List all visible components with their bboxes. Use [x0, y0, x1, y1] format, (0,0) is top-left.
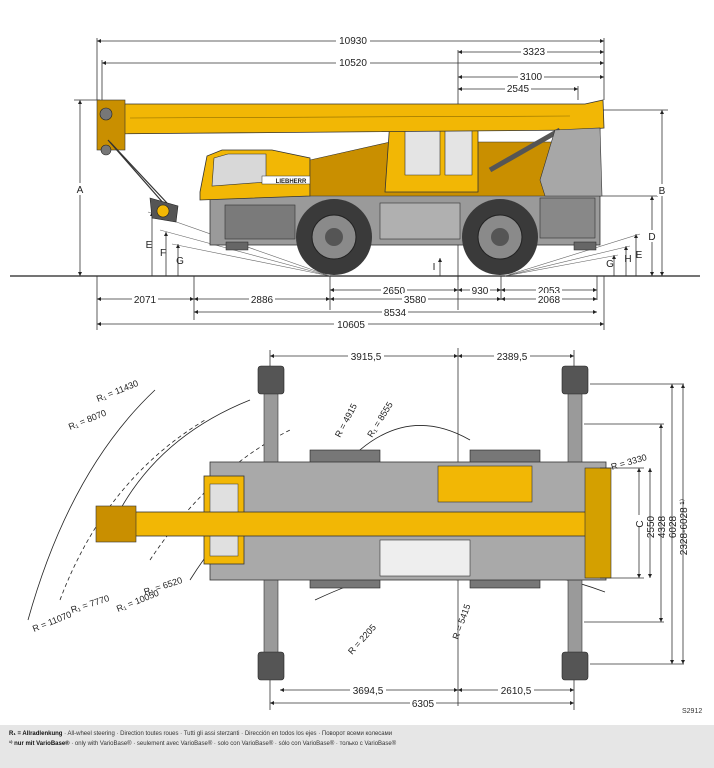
radius-r-2205: R = 2205 [346, 622, 378, 656]
dim-10930: 10930 [339, 36, 367, 47]
front-wheel [296, 199, 372, 275]
radius-r-3330: R = 3330 [610, 452, 648, 472]
dim-2545: 2545 [507, 84, 530, 95]
brand-plate: LIEBHERR [276, 179, 307, 185]
side-view: 10930 3323 10520 3100 2545 [10, 34, 700, 331]
radius-r1-11430: R₁ = 11430 [95, 378, 140, 404]
dim-2068: 2068 [538, 295, 561, 306]
rear-wheel [462, 199, 538, 275]
label-e-rear: E [636, 250, 643, 261]
dim-3100: 3100 [520, 72, 543, 83]
drawing-code: S2912 [682, 708, 702, 715]
footnote-variobase-text: · only with VarioBase® · seulement avec … [69, 741, 397, 747]
dim-3580: 3580 [404, 295, 427, 306]
dim-10605: 10605 [337, 320, 365, 331]
label-i: I [433, 262, 436, 273]
label-h-rear: H [624, 254, 631, 265]
radius-r1-10050: R₁ = 10050 [115, 588, 160, 614]
label-a: A [77, 185, 84, 196]
label-e-front: E [146, 240, 153, 251]
footnote-steering: R₁ = Allradlenkung · All-wheel steering … [9, 731, 392, 737]
dim-6028: 6028 [668, 515, 679, 538]
dim-3323: 3323 [523, 47, 546, 58]
boom-top [117, 511, 609, 537]
footnote-variobase-key: ¹⁾ nur mit VarioBase® [9, 741, 70, 747]
dim-3915-5: 3915,5 [351, 352, 382, 363]
dim-6305: 6305 [412, 699, 435, 710]
footnote-variobase: ¹⁾ nur mit VarioBase® · only with VarioB… [9, 740, 396, 747]
footnote-steering-key: R₁ = Allradlenkung [9, 731, 63, 737]
radius-r-4915: R = 4915 [333, 402, 359, 439]
top-view: 3915,5 2389,5 [27, 348, 690, 710]
dim-2650: 2650 [383, 286, 406, 297]
dim-2053: 2053 [538, 286, 561, 297]
footer-notes: R₁ = Allradlenkung · All-wheel steering … [0, 725, 714, 768]
label-g-rear: G [606, 259, 614, 270]
drawing-canvas: 10930 3323 10520 3100 2545 [10, 34, 702, 715]
label-f-front: F [160, 248, 166, 259]
radius-r-5415: R = 5415 [450, 603, 472, 641]
label-b: B [659, 186, 666, 197]
dim-4328: 4328 [657, 515, 668, 538]
label-g-front: G [176, 256, 184, 267]
dim-2328-6028: 2328-6028 ¹⁾ [679, 499, 690, 555]
crane-side-illustration: LIEBHERR [96, 99, 605, 275]
label-d: D [648, 232, 655, 243]
crane-top-illustration [95, 365, 612, 681]
footnote-steering-text: · All-wheel steering · Direction toutes … [62, 731, 393, 737]
dim-2071: 2071 [134, 295, 157, 306]
dim-3694-5: 3694,5 [353, 686, 384, 697]
radius-r1-7770: R₁ = 7770 [70, 593, 111, 615]
dim-2610-5: 2610,5 [501, 686, 532, 697]
dim-2389-5: 2389,5 [497, 352, 528, 363]
radius-r1-8070: R₁ = 8070 [67, 408, 108, 432]
dim-2886: 2886 [251, 295, 274, 306]
dim-10520: 10520 [339, 58, 367, 69]
label-c: C [635, 520, 646, 527]
radius-r1-8555: R₁ = 8555 [365, 400, 395, 439]
dim-2550: 2550 [646, 515, 657, 538]
dim-930: 930 [472, 286, 489, 297]
dim-8534: 8534 [384, 308, 407, 319]
radius-r-11070: R = 11070 [31, 609, 73, 634]
